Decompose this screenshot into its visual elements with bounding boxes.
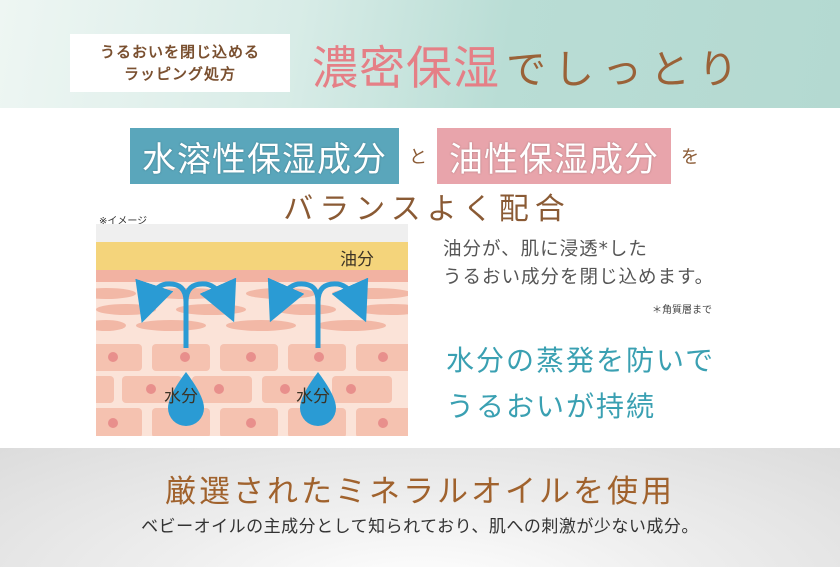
cell-brick bbox=[96, 408, 142, 436]
cell-ellipse bbox=[96, 320, 126, 331]
cell-ellipse bbox=[226, 320, 296, 331]
water-drop-icon bbox=[300, 372, 336, 426]
headline-rest: でしっとり bbox=[506, 47, 746, 93]
balance-heading: 水溶性保湿成分 と 油性保湿成分 を bbox=[130, 128, 709, 184]
cell-nucleus bbox=[108, 418, 118, 428]
tagline-line-1: うるおいを閉じ込める bbox=[99, 43, 260, 61]
cell-nucleus bbox=[246, 352, 256, 362]
cell-ellipse bbox=[356, 304, 408, 315]
cell-ellipse bbox=[332, 288, 408, 299]
cell-nucleus bbox=[246, 418, 256, 428]
cell-ellipse bbox=[96, 288, 136, 299]
oil-soluble-badge: 油性保湿成分 bbox=[437, 128, 671, 184]
tagline-box: うるおいを閉じ込める ラッピング処方 bbox=[70, 34, 290, 92]
balance-subtitle: バランスよく配合 bbox=[283, 192, 571, 227]
mineral-oil-subtitle: ベビーオイルの主成分として知られており、肌への刺激が少ない成分。 bbox=[141, 517, 699, 537]
cell-nucleus bbox=[314, 352, 324, 362]
cell-nucleus bbox=[180, 352, 190, 362]
cell-ellipse bbox=[96, 304, 156, 315]
footnote: ＊角質層まで bbox=[652, 305, 712, 316]
cell-ellipse bbox=[316, 320, 386, 331]
skin-surface-layer bbox=[96, 270, 408, 282]
headline-emphasis: 濃密保湿 bbox=[312, 41, 500, 95]
mineral-oil-title: 厳選されたミネラルオイルを使用 bbox=[165, 474, 675, 510]
arrow-split-icon bbox=[135, 277, 369, 426]
cell-brick bbox=[96, 344, 142, 371]
cell-brick bbox=[332, 376, 392, 403]
balance-subtitle-row: バランスよく配合 bbox=[0, 184, 840, 228]
cell-nucleus bbox=[214, 384, 224, 394]
cell-nucleus bbox=[108, 352, 118, 362]
water-drop-icon bbox=[168, 372, 204, 426]
image-note: ※イメージ bbox=[99, 216, 148, 227]
headline: 濃密保湿 でしっとり bbox=[312, 28, 746, 98]
moisture-claim-line-1: 水分の蒸発を防いで bbox=[446, 344, 716, 377]
header-banner: うるおいを閉じ込める ラッピング処方 濃密保湿 でしっとり bbox=[0, 0, 840, 108]
cell-nucleus bbox=[378, 418, 388, 428]
water-label-right: 水分 bbox=[296, 387, 330, 407]
cell-nucleus bbox=[378, 352, 388, 362]
air-layer bbox=[96, 224, 408, 242]
moisture-claim-line-2: うるおいが持続 bbox=[446, 390, 657, 423]
cell-ellipse bbox=[276, 304, 336, 315]
oil-label: 油分 bbox=[340, 250, 374, 270]
cell-nucleus bbox=[146, 384, 156, 394]
description-line-1: 油分が、肌に浸透*した bbox=[443, 239, 648, 260]
water-soluble-badge: 水溶性保湿成分 bbox=[130, 128, 399, 184]
skin-diagram: 油分 bbox=[96, 224, 408, 436]
description: 油分が、肌に浸透*した うるおい成分を閉じ込めます。 bbox=[443, 236, 714, 292]
cell-ellipse bbox=[136, 320, 206, 331]
oil-layer: 油分 bbox=[96, 242, 408, 270]
connector-wo: を bbox=[681, 147, 699, 168]
cell-nucleus bbox=[280, 384, 290, 394]
connector-and: と bbox=[409, 147, 427, 168]
moisture-claim: 水分の蒸発を防いで うるおいが持続 bbox=[446, 338, 715, 430]
cell-nucleus bbox=[346, 384, 356, 394]
cell-brick bbox=[96, 376, 114, 403]
description-line-2: うるおい成分を閉じ込めます。 bbox=[443, 267, 715, 288]
mineral-oil-banner: 厳選されたミネラルオイルを使用 ベビーオイルの主成分として知られており、肌への刺… bbox=[0, 448, 840, 567]
tagline-line-2: ラッピング処方 bbox=[123, 65, 236, 83]
water-label-left: 水分 bbox=[164, 387, 198, 407]
